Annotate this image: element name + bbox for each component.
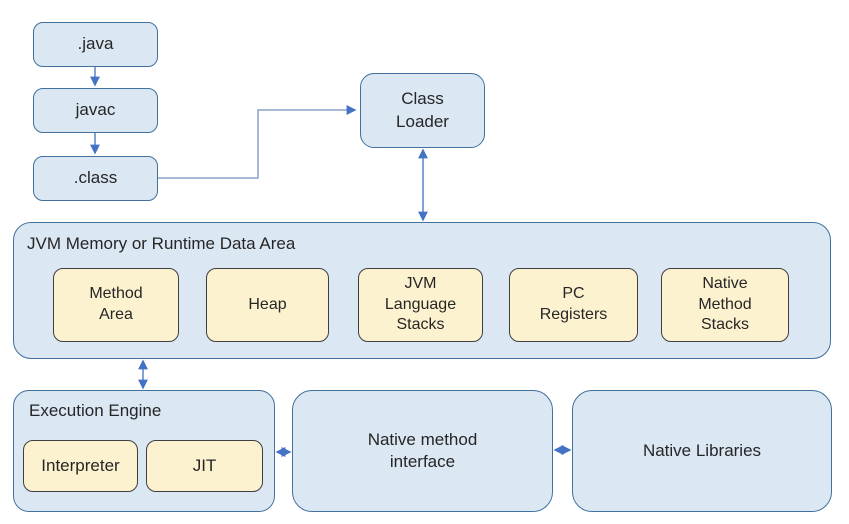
node-heap: Heap — [206, 268, 329, 342]
node-native-libraries: Native Libraries — [572, 390, 832, 512]
execution-engine-title: Execution Engine — [29, 401, 162, 420]
node-jit: JIT — [146, 440, 263, 492]
connector-class-to-classloader — [158, 105, 357, 179]
node-pc-registers: PC Registers — [509, 268, 638, 342]
node-method-area: Method Area — [53, 268, 179, 342]
memory-area-title: JVM Memory or Runtime Data Area — [27, 234, 296, 253]
node-jvm-language-stacks: JVM Language Stacks — [358, 268, 483, 342]
execution-engine-container: Execution Engine Interpreter JIT — [13, 390, 275, 512]
node-javac: javac — [33, 88, 158, 133]
node-native-method-interface: Native method interface — [292, 390, 553, 512]
node-java: .java — [33, 22, 158, 67]
node-class-loader: Class Loader — [360, 73, 485, 148]
memory-area-container: JVM Memory or Runtime Data Area Method A… — [13, 222, 831, 359]
node-class-file: .class — [33, 156, 158, 201]
node-native-method-stacks: Native Method Stacks — [661, 268, 789, 342]
node-interpreter: Interpreter — [23, 440, 138, 492]
